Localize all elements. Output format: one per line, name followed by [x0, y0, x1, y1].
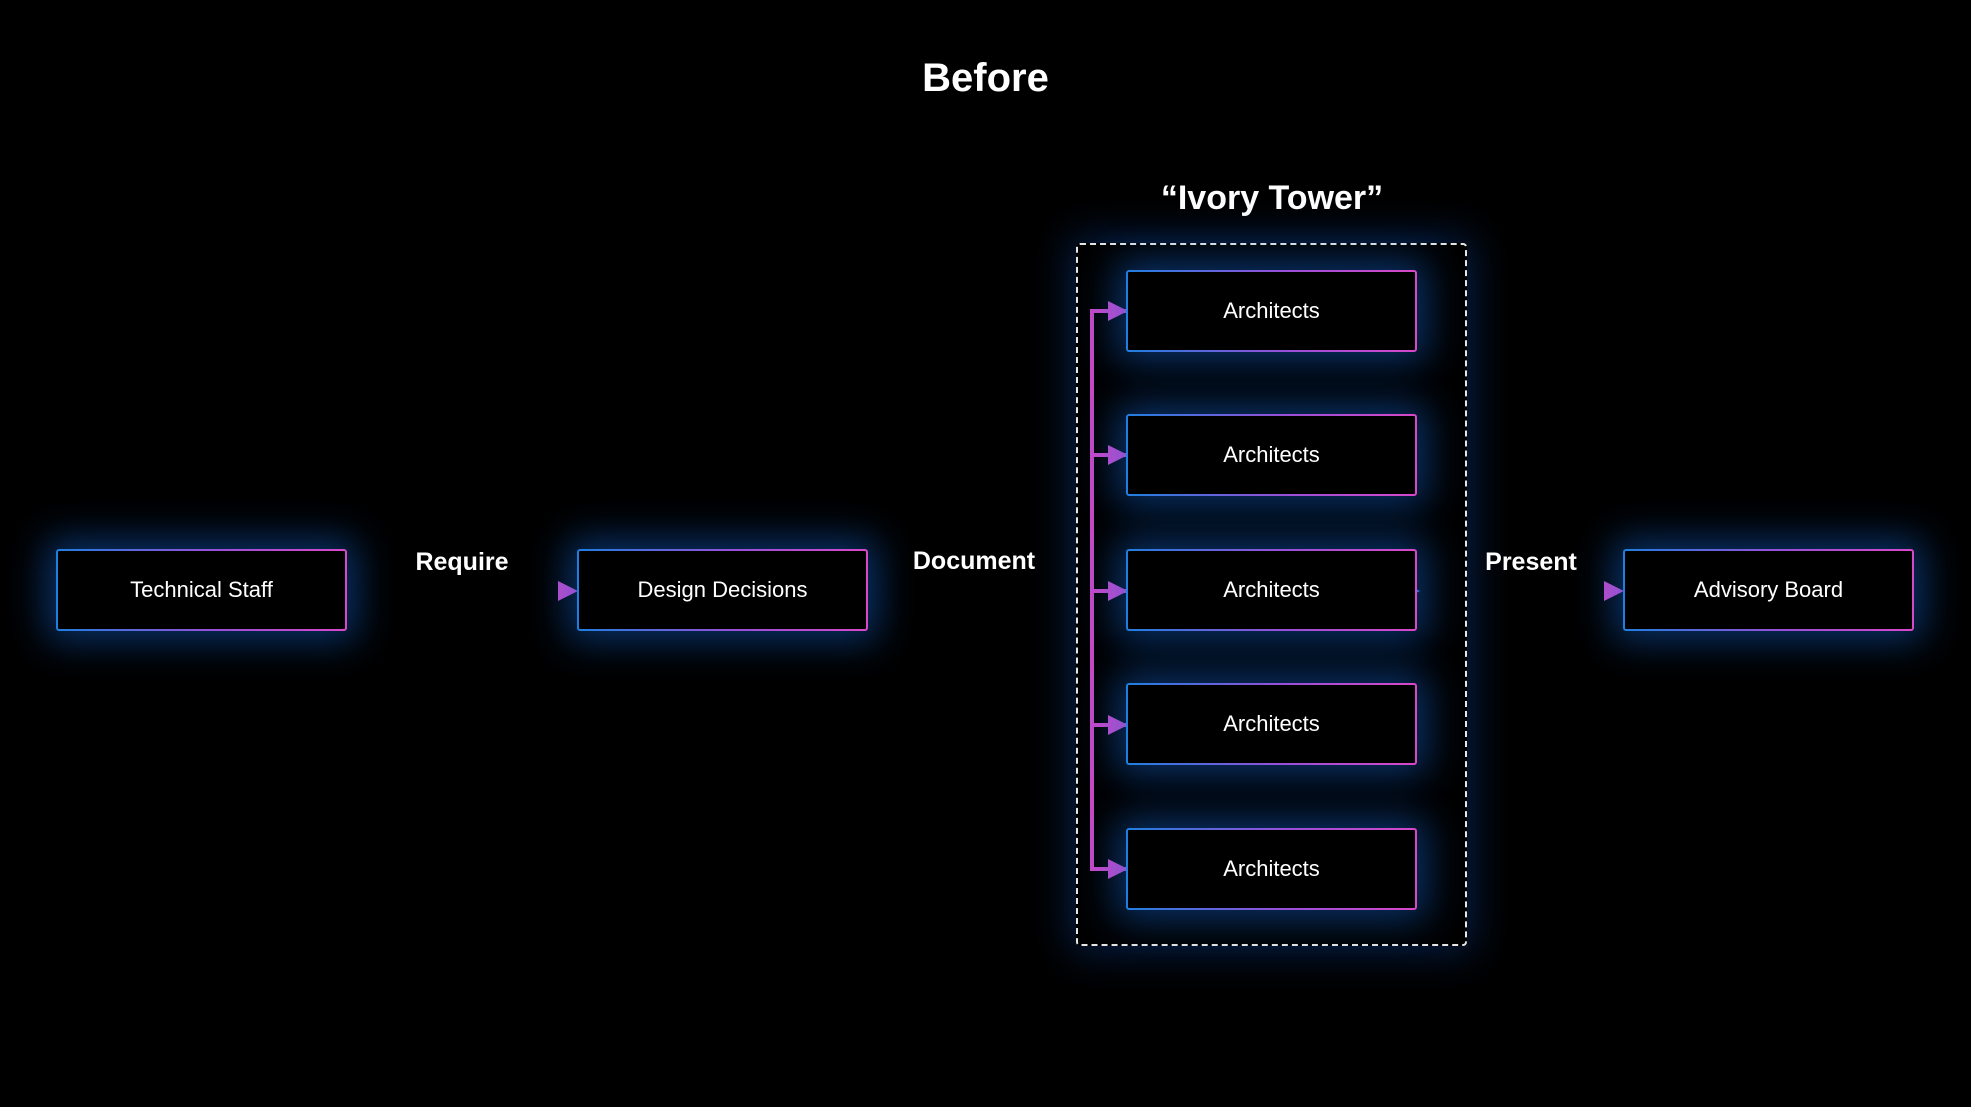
node-architects-3: Architects — [1126, 549, 1417, 631]
node-advisory-board: Advisory Board — [1623, 549, 1914, 631]
diagram-title: Before — [922, 56, 1049, 100]
edge-label-document: Document — [912, 547, 1036, 575]
edge-label-present: Present — [1485, 548, 1577, 576]
node-architects-1: Architects — [1126, 270, 1417, 352]
node-architects-4: Architects — [1126, 683, 1417, 765]
edge-label-require: Require — [415, 548, 509, 576]
node-design-decisions: Design Decisions — [577, 549, 868, 631]
group-title: “Ivory Tower” — [1160, 179, 1384, 217]
node-architects-2: Architects — [1126, 414, 1417, 496]
node-architects-5: Architects — [1126, 828, 1417, 910]
node-technical-staff: Technical Staff — [56, 549, 347, 631]
